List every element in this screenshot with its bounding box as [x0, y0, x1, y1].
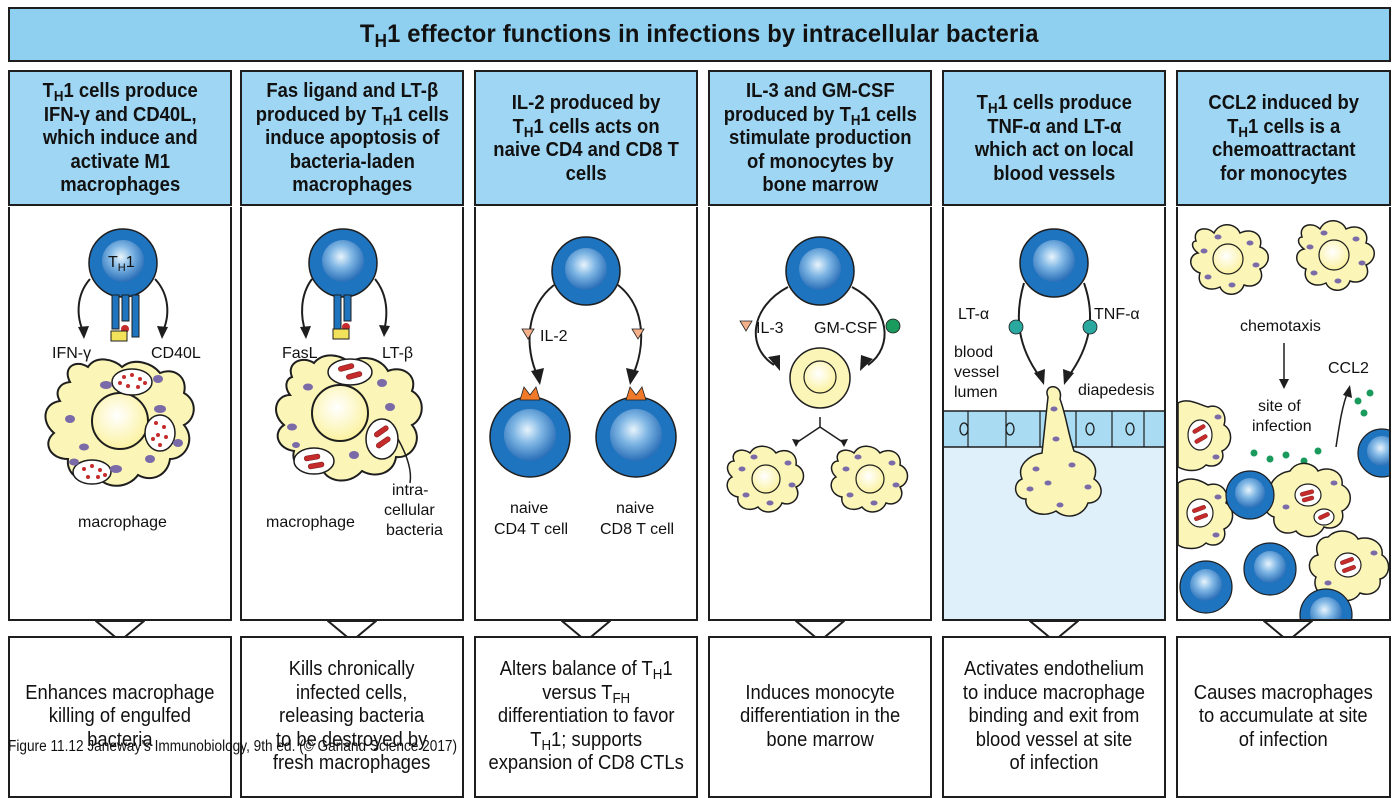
th1-label: TH1 [108, 254, 135, 274]
phagosome [72, 459, 112, 485]
macrophage-nucleus [91, 392, 149, 450]
column-header: TH1 cells produce TNF-α and LT-α which a… [942, 70, 1166, 206]
naive-cd8-label-2: CD8 T cell [600, 521, 674, 538]
macrophage-nucleus [311, 384, 369, 442]
outcome-box: Kills chronically infected cells, releas… [240, 636, 464, 798]
outcome-box: Causes macrophages to accumulate at site… [1176, 636, 1391, 798]
site-of-infection-label-2: infection [1252, 418, 1312, 435]
outcome-box: Enhances macrophage killing of engulfed … [8, 636, 232, 798]
gmcsf-label: GM-CSF [814, 320, 877, 337]
bacteria-label-1: intra- [392, 482, 428, 499]
illustration-panel: TH1 IFN-γ CD40L macrophage [8, 207, 232, 621]
blood-vessel-label-2: vessel [954, 364, 999, 381]
phagosome [111, 368, 153, 396]
down-arrow [327, 620, 377, 642]
illustration-panel: LT-α TNF-α blood vessel lumen diapedesis [942, 207, 1166, 621]
lt-beta-label: LT-β [382, 345, 413, 362]
outcome-box: Alters balance of TH1 versus TFH differe… [474, 636, 698, 798]
down-arrow [95, 620, 145, 642]
illustration-panel: IL-2 naive CD4 T cell naive CD8 T cell [474, 207, 698, 621]
figure-title: TH1 effector functions in infections by … [360, 20, 1039, 52]
illustration-panel: FasL LT-β macrophage intra- cellular bac… [240, 207, 464, 621]
outcome-box: Induces monocyte differentiation in the … [708, 636, 932, 798]
bacteria-label-3: bacteria [386, 522, 443, 539]
il2-label: IL-2 [540, 328, 568, 345]
chemotaxis-label: chemotaxis [1240, 318, 1321, 335]
naive-cd8-label-1: naive [616, 500, 654, 517]
column-header: CCL2 induced by TH1 cells is a chemoattr… [1176, 70, 1391, 206]
down-arrow [795, 620, 845, 642]
site-of-infection-label-1: site of [1258, 398, 1301, 415]
column-header: IL-2 produced by TH1 cells acts on naive… [474, 70, 698, 206]
lt-alpha-label: LT-α [958, 306, 989, 323]
naive-cd4-label-1: naive [510, 500, 548, 517]
ifn-gamma-label: IFN-γ [52, 345, 91, 362]
naive-cd4-label-2: CD4 T cell [494, 521, 568, 538]
fasl-label: FasL [282, 345, 318, 362]
bacteria-label-2: cellular [384, 502, 435, 519]
phagosome [144, 414, 176, 452]
figure-caption: Figure 11.12 Janeway’s Immunobiology, 9t… [8, 738, 458, 755]
ccl2-label: CCL2 [1328, 360, 1369, 377]
down-arrow [1029, 620, 1079, 642]
diapedesis-label: diapedesis [1078, 382, 1155, 399]
figure-title-banner: TH1 effector functions in infections by … [8, 7, 1391, 62]
cd40l-label: CD40L [151, 345, 201, 362]
diapedesis-macrophage [1014, 386, 1102, 517]
outcome-box: Activates endothelium to induce macropha… [942, 636, 1166, 798]
blood-vessel-label-3: lumen [954, 384, 998, 401]
il3-label: IL-3 [756, 320, 784, 337]
down-arrow [561, 620, 611, 642]
macrophage-label: macrophage [78, 514, 167, 531]
tnf-alpha-label: TNF-α [1094, 306, 1140, 323]
blood-vessel-label-1: blood [954, 344, 993, 361]
illustration-panel: IL-3 GM-CSF [708, 207, 932, 621]
down-arrow [1263, 620, 1313, 642]
macrophage-label: macrophage [266, 514, 355, 531]
column-header: IL-3 and GM-CSF produced by TH1 cells st… [708, 70, 932, 206]
illustration-panel: chemotaxis CCL2 site of infection [1176, 207, 1391, 621]
column-header: TH1 cells produce IFN-γ and CD40L, which… [8, 70, 232, 206]
column-header: Fas ligand and LT-β produced by TH1 cell… [240, 70, 464, 206]
